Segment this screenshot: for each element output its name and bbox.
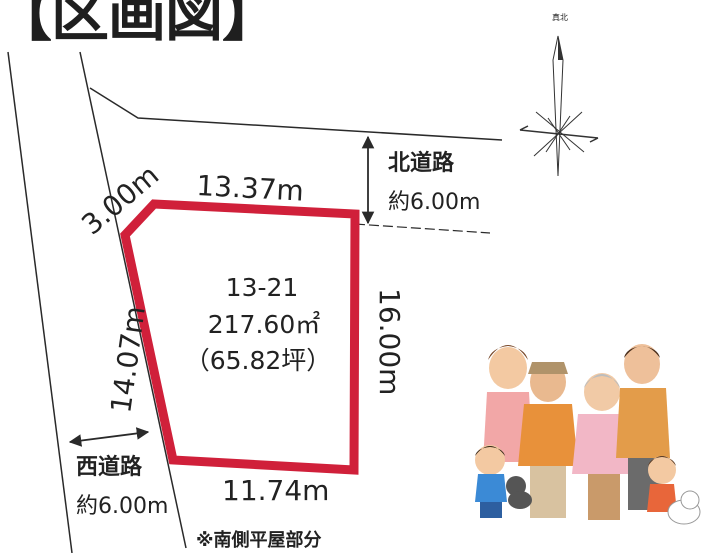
north-road-width: 約6.00m [388,190,480,215]
compass: 真北 [519,12,599,177]
south-dimension-label: 11.74m [222,474,329,507]
lot-boundary[interactable] [120,199,360,475]
west-road-width: 約6.00m [76,494,168,519]
page-title: 【区画図】 [0,0,280,49]
family-illustration-icon [475,344,701,525]
dog-figure [506,476,701,525]
north-dimension-label: 13.37m [196,169,305,208]
lot-number: 13-21 [226,273,299,302]
north-road-edge [89,87,503,141]
west-road-outer-line [7,51,73,553]
boy-figure [475,445,507,518]
south-note: ※南側平屋部分 [196,529,322,551]
north-road-name: 北道路 [388,150,455,176]
lot-area-sqm: 217.60㎡ [208,310,320,339]
grandfather-figure [518,362,578,518]
west-road-name: 西道路 [76,454,143,480]
east-dimension-label: 16.00m [373,288,406,395]
compass-north-label: 真北 [552,12,568,22]
west-width-arrow [68,427,150,447]
west-road-inner-line [79,51,187,549]
west-dimension-label: 14.07m [104,304,152,415]
lot-area-tsubo: （65.82坪） [185,346,332,375]
road-lines [7,51,503,553]
girl-figure [647,456,677,512]
north-lot-extension [354,223,491,234]
grandmother-figure [572,373,632,520]
